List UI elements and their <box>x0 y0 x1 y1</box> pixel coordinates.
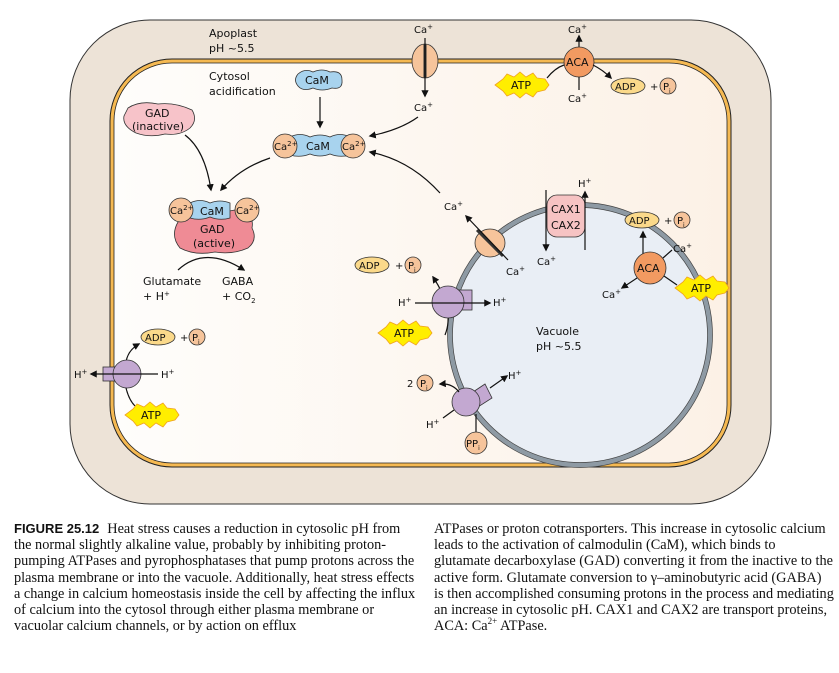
svg-text:Ca2+: Ca2+ <box>170 204 194 217</box>
glutamate-label: Glutamate <box>143 275 201 288</box>
svg-text:Ca2+: Ca2+ <box>342 140 366 153</box>
svg-text:CaM: CaM <box>200 205 224 218</box>
svg-text:Pi: Pi <box>192 333 200 346</box>
svg-text:Ca+: Ca+ <box>444 200 463 213</box>
cax-transporter: CAX1 CAX2 H+ Ca+ <box>537 177 592 268</box>
atp-burst-vacuole-atpase: ATP <box>377 319 433 347</box>
acidification-label: acidification <box>209 85 276 98</box>
influx-to-cam-arrow <box>368 116 419 139</box>
gad-inactive: GAD (inactive) <box>123 102 195 137</box>
vacuole-ph-label: pH ~5.5 <box>536 340 581 353</box>
svg-text:Ca+: Ca+ <box>568 92 587 105</box>
svg-text:Ca+: Ca+ <box>506 265 525 278</box>
svg-text:CaM: CaM <box>305 74 329 87</box>
adp-pi-vacuole-aca: ADP + Pi <box>624 211 691 229</box>
svg-text:Ca+: Ca+ <box>414 101 433 114</box>
svg-text:GAD: GAD <box>200 223 225 236</box>
svg-text:H+: H+ <box>161 368 175 381</box>
svg-text:Ca+: Ca+ <box>414 23 433 36</box>
svg-text:Ca2+: Ca2+ <box>274 140 298 153</box>
svg-text:ADP: ADP <box>145 333 166 344</box>
vacuole-label: Vacuole <box>536 325 579 338</box>
svg-text:ADP: ADP <box>615 82 636 93</box>
gad-active-complex: Ca2+ CaM Ca2+ GAD (active) <box>168 197 260 254</box>
svg-text:Ca+: Ca+ <box>602 288 621 301</box>
svg-text:ACA: ACA <box>637 262 660 275</box>
svg-text:H+: H+ <box>578 177 592 190</box>
vacuolar-pyrophosphatase: H+ 2 Pi H+ PPi <box>407 369 522 455</box>
svg-text:Ca+: Ca+ <box>568 23 587 36</box>
svg-text:+: + <box>395 261 403 272</box>
svg-text:ATP: ATP <box>141 409 161 422</box>
svg-text:H+: H+ <box>398 296 412 309</box>
adp-pi-vacuole-atpase: ADP + Pi <box>354 256 422 274</box>
figure-caption-right: ATPases or proton cotransporters. This i… <box>434 521 834 634</box>
svg-text:Ca2+: Ca2+ <box>236 204 260 217</box>
caption-superscript: 2+ <box>487 616 498 627</box>
svg-text:CAX2: CAX2 <box>551 219 581 232</box>
svg-text:+: + <box>664 216 672 227</box>
svg-text:Pi: Pi <box>663 82 671 95</box>
svg-text:ADP: ADP <box>359 261 380 272</box>
plasma-membrane-h-atpase: ADP + Pi H+ H+ <box>74 328 206 407</box>
svg-text:CaM: CaM <box>306 140 330 153</box>
svg-text:(inactive): (inactive) <box>132 120 184 133</box>
svg-text:+: + <box>180 333 188 344</box>
apoplast-ph-label: pH ~5.5 <box>209 42 254 55</box>
svg-text:H+: H+ <box>74 368 88 381</box>
svg-text:Ca+: Ca+ <box>673 242 692 255</box>
plasma-membrane-ca-channel: Ca+ Ca+ <box>411 23 439 114</box>
atp-burst-plasma-atpase: ATP <box>124 401 180 429</box>
svg-text:2: 2 <box>407 379 413 390</box>
cam-free: CaM <box>295 69 343 91</box>
svg-text:H+: H+ <box>493 296 507 309</box>
adp-pi-top: ADP + Pi <box>610 77 677 95</box>
caption-text-left: Heat stress causes a reduction in cytoso… <box>14 521 416 635</box>
glutamate-h-label: + H+ <box>143 290 170 303</box>
svg-text:CAX1: CAX1 <box>551 203 581 216</box>
figure-number: FIGURE 25.12 <box>14 521 100 536</box>
adp-pi-plasma-atpase: ADP + Pi <box>140 328 206 346</box>
caption-text-right-end: ATPase. <box>497 618 548 635</box>
atp-burst-top: ATP <box>494 71 550 99</box>
svg-text:H+: H+ <box>508 369 522 382</box>
svg-text:ATP: ATP <box>691 282 711 295</box>
svg-text:ADP: ADP <box>629 216 650 227</box>
gaba-label: GABA <box>222 275 254 288</box>
svg-text:Ca+: Ca+ <box>537 255 556 268</box>
svg-text:(active): (active) <box>193 237 235 250</box>
vacuole-ca-to-cam-arrow <box>368 149 441 194</box>
svg-text:GAD: GAD <box>145 107 170 120</box>
svg-text:Pi: Pi <box>408 261 416 274</box>
gaba-co2-label: + CO2 <box>222 290 256 305</box>
ca-cam-complex: Ca2+ CaM Ca2+ <box>272 133 366 159</box>
svg-text:PPi: PPi <box>466 439 480 452</box>
svg-text:+: + <box>650 82 658 93</box>
plasma-membrane-aca: Ca+ ACA Ca+ <box>546 23 613 105</box>
caption-text-right: ATPases or proton cotransporters. This i… <box>434 521 834 635</box>
gad-activation-arrow <box>184 134 214 192</box>
svg-text:ATP: ATP <box>394 327 414 340</box>
svg-text:ACA: ACA <box>566 56 589 69</box>
atp-burst-vacuole-aca: ATP <box>674 274 730 302</box>
cell-diagram: Apoplast pH ~5.5 Cytosol acidification C… <box>69 19 772 505</box>
vacuolar-aca: ADP + Pi ACA Ca+ Ca+ <box>602 211 692 301</box>
apoplast-label: Apoplast <box>209 27 258 40</box>
svg-text:Pi: Pi <box>677 216 685 229</box>
vacuolar-ca-channel: Ca+ Ca+ <box>444 200 525 278</box>
svg-text:Pi: Pi <box>420 379 428 392</box>
svg-text:H+: H+ <box>426 418 440 431</box>
vacuolar-h-atpase: ADP + Pi H+ H+ <box>354 256 507 336</box>
cytosol-label: Cytosol <box>209 70 250 83</box>
glutamate-to-gaba-arrow <box>177 257 246 271</box>
cam-to-gad-arrow <box>220 157 271 192</box>
svg-text:ATP: ATP <box>511 79 531 92</box>
